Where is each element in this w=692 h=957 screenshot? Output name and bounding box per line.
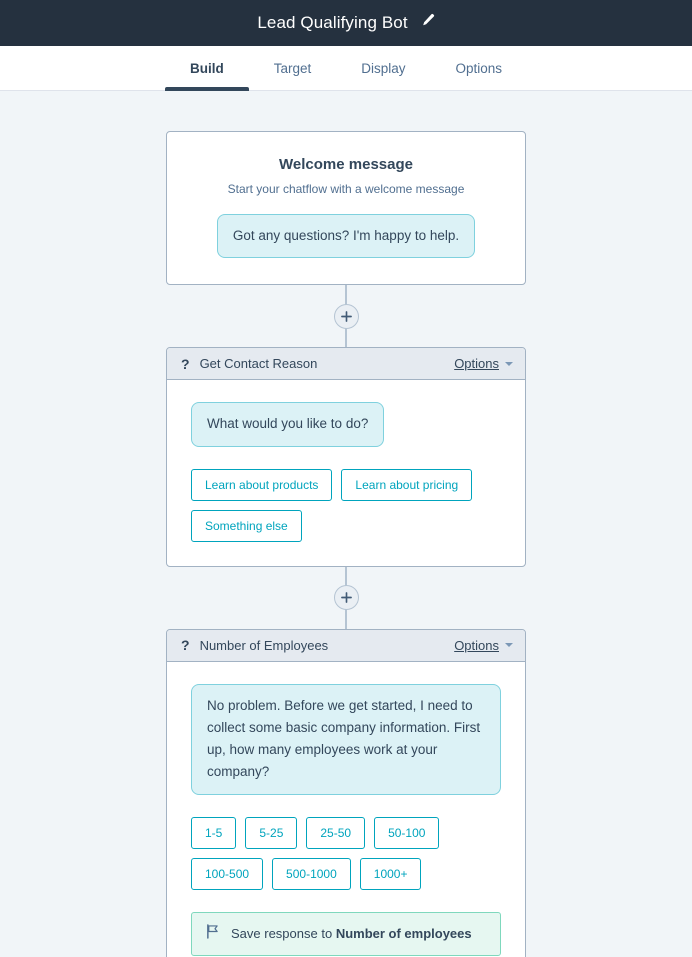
tab-bar: Build Target Display Options: [0, 46, 692, 91]
page-title: Lead Qualifying Bot: [257, 13, 408, 32]
card-number-of-employees[interactable]: ? Number of Employees Options No problem…: [166, 628, 526, 957]
welcome-title: Welcome message: [279, 156, 413, 173]
tab-options-label: Options: [455, 60, 503, 76]
tab-options[interactable]: Options: [431, 46, 528, 90]
pencil-icon[interactable]: [420, 13, 435, 33]
chevron-down-icon: [505, 643, 513, 648]
plus-icon: [340, 592, 352, 603]
tab-build[interactable]: Build: [164, 46, 249, 91]
quick-reply-button[interactable]: 1000+: [359, 857, 422, 890]
quick-reply-list-get-contact-reason: Learn about products Learn about pricing…: [191, 468, 501, 542]
quick-reply-button[interactable]: 50-100: [374, 816, 440, 849]
card-header-number-of-employees: ? Number of Employees Options: [167, 629, 525, 662]
save-response-prefix: Save response to: [231, 926, 333, 942]
question-mark-icon: ?: [181, 355, 190, 372]
quick-reply-list-number-of-employees: 1-5 5-25 25-50 50-100 100-500 500-1000 1…: [191, 816, 501, 890]
card-title-get-contact-reason: Get Contact Reason: [199, 356, 318, 372]
tab-display[interactable]: Display: [336, 46, 430, 90]
tab-target-label: Target: [273, 60, 312, 76]
plus-icon: [340, 310, 352, 322]
card-body-get-contact-reason: What would you like to do? Learn about p…: [167, 380, 525, 565]
save-response-property: Number of employees: [335, 926, 472, 942]
card-header-get-contact-reason: ? Get Contact Reason Options: [167, 348, 525, 381]
chevron-down-icon: [505, 361, 513, 366]
quick-reply-button[interactable]: 25-50: [306, 816, 366, 849]
options-dropdown-number-of-employees[interactable]: Options: [454, 638, 513, 653]
options-label: Options: [454, 356, 499, 372]
tab-build-label: Build: [189, 60, 224, 76]
connector-1: [166, 285, 526, 348]
bot-message-bubble[interactable]: No problem. Before we get started, I nee…: [191, 683, 501, 795]
card-body-number-of-employees: No problem. Before we get started, I nee…: [167, 662, 525, 957]
card-get-contact-reason[interactable]: ? Get Contact Reason Options What would …: [166, 347, 526, 567]
quick-reply-button[interactable]: 1-5: [191, 816, 237, 849]
welcome-card-body: Welcome message Start your chatflow with…: [167, 132, 525, 284]
connector-2: [166, 566, 526, 629]
options-label: Options: [454, 637, 499, 653]
flow-canvas[interactable]: Welcome message Start your chatflow with…: [0, 91, 692, 957]
bot-message-bubble[interactable]: What would you like to do?: [191, 402, 385, 447]
save-response-bar[interactable]: Save response to Number of employees: [191, 911, 501, 956]
save-response-text: Save response to Number of employees: [231, 926, 472, 941]
flag-icon: [206, 923, 219, 944]
quick-reply-button[interactable]: Learn about pricing: [341, 468, 473, 501]
quick-reply-button[interactable]: Something else: [191, 509, 302, 542]
flow-column: Welcome message Start your chatflow with…: [166, 91, 526, 957]
tab-target[interactable]: Target: [249, 46, 337, 90]
quick-reply-button[interactable]: 500-1000: [272, 857, 351, 890]
options-dropdown-get-contact-reason[interactable]: Options: [454, 356, 513, 371]
quick-reply-button[interactable]: Learn about products: [191, 468, 333, 501]
app-header: Lead Qualifying Bot: [0, 0, 692, 46]
welcome-subtitle: Start your chatflow with a welcome messa…: [227, 182, 465, 196]
card-title-number-of-employees: Number of Employees: [199, 637, 329, 653]
welcome-message-bubble[interactable]: Got any questions? I'm happy to help.: [216, 214, 476, 259]
tab-display-label: Display: [361, 60, 406, 76]
quick-reply-button[interactable]: 100-500: [191, 857, 264, 890]
add-action-button-1[interactable]: [333, 303, 359, 329]
question-mark-icon: ?: [181, 637, 190, 654]
add-action-button-2[interactable]: [333, 585, 359, 611]
welcome-message-card[interactable]: Welcome message Start your chatflow with…: [166, 131, 526, 286]
quick-reply-button[interactable]: 5-25: [245, 816, 298, 849]
